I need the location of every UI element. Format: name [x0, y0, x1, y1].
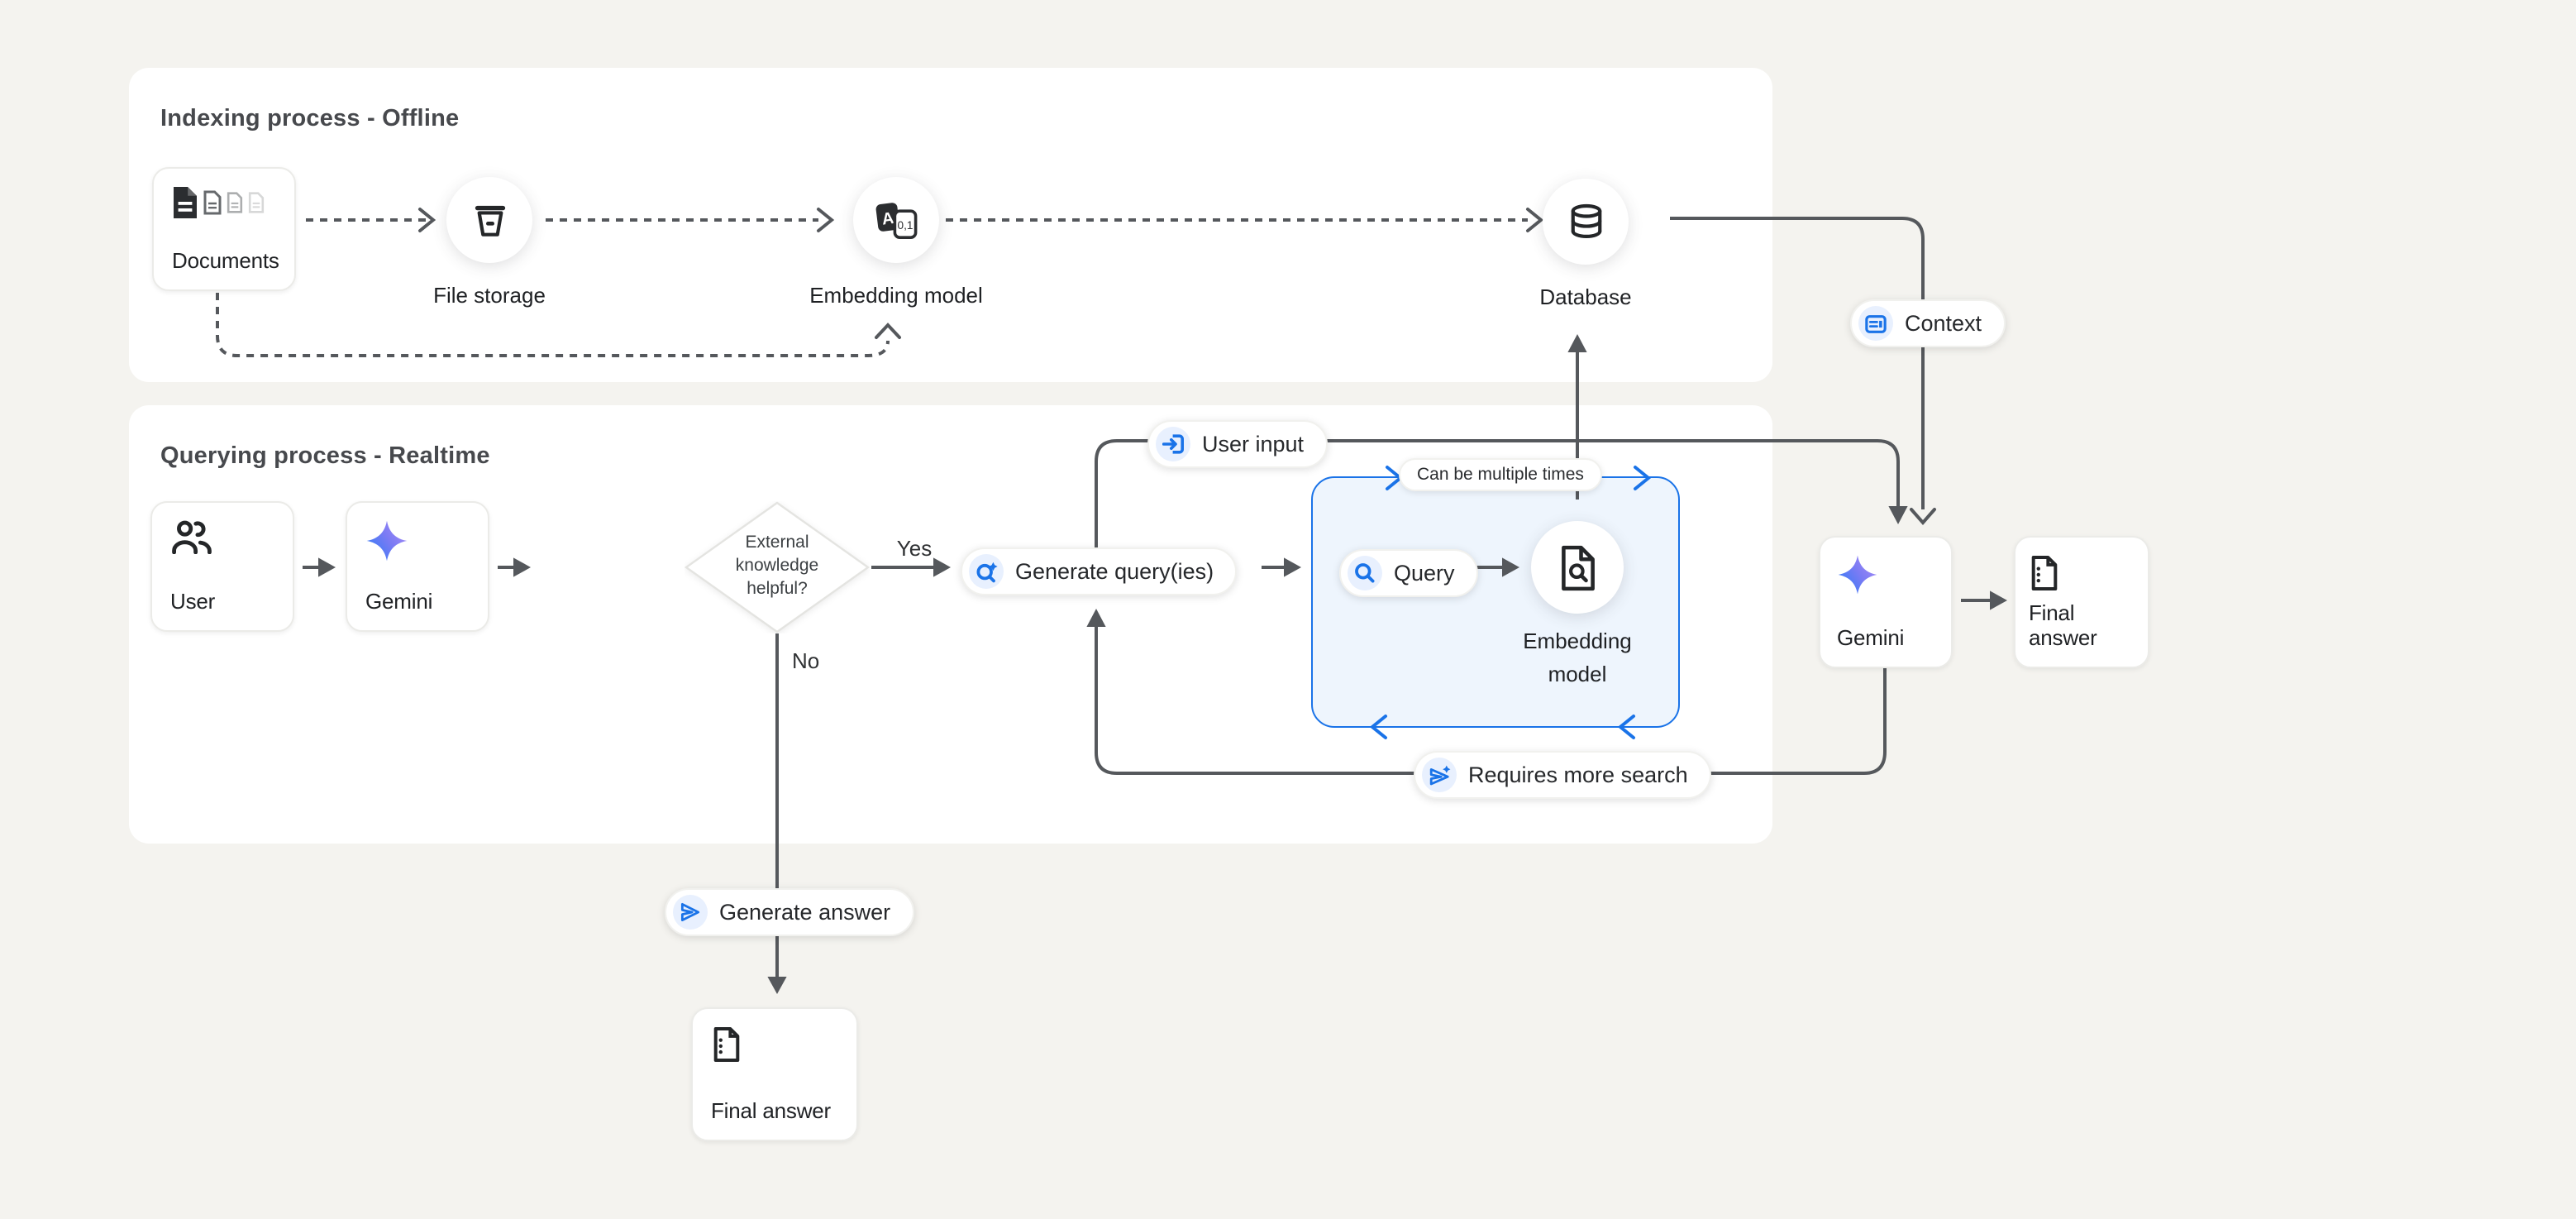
- generate-queries-pill-label: Generate query(ies): [1015, 559, 1214, 584]
- generate-queries-icon: [969, 554, 1004, 589]
- decision-label: External knowledge helpful?: [735, 533, 819, 599]
- generate-answer-pill: Generate answer: [665, 888, 914, 936]
- decision-node: [684, 501, 871, 633]
- generate-answer-label: Generate answer: [719, 900, 891, 925]
- final-answer-right-icon: [2031, 556, 2058, 590]
- embedding-model-label: Embedding model: [809, 283, 983, 308]
- gemini-label: Gemini: [365, 589, 433, 614]
- user-node: User: [150, 501, 294, 632]
- svg-text:A: A: [880, 208, 894, 228]
- loop-embedding-model-node: [1531, 521, 1624, 614]
- loop-embedding-model-label: Embedding model: [1523, 629, 1632, 686]
- loop-note-label: Can be multiple times: [1417, 465, 1584, 485]
- database-label: Database: [1539, 284, 1632, 309]
- user-icon: [172, 520, 212, 554]
- documents-node: Documents: [152, 167, 296, 291]
- context-pill: Context: [1850, 299, 2006, 347]
- gemini-right-node: Gemini: [1819, 536, 1953, 668]
- user-input-pill-label: User input: [1202, 432, 1305, 457]
- querying-panel-title: Querying process - Realtime: [160, 443, 490, 470]
- final-answer-right-node: Final answer: [2014, 536, 2149, 668]
- user-label: User: [170, 589, 216, 614]
- user-input-pill: User input: [1147, 420, 1328, 468]
- database-node: [1543, 179, 1629, 265]
- gemini-right-label: Gemini: [1837, 625, 1905, 650]
- generate-queries-pill: Generate query(ies): [961, 547, 1238, 595]
- context-pill-label: Context: [1905, 311, 1982, 336]
- file-storage-label: File storage: [433, 283, 546, 308]
- final-answer-right-label: Final answer: [2029, 600, 2097, 650]
- final-answer-bottom-label: Final answer: [711, 1098, 831, 1123]
- gemini-icon: [366, 520, 408, 562]
- final-answer-bottom-node: Final answer: [691, 1007, 858, 1141]
- indexing-panel-title: Indexing process - Offline: [160, 106, 460, 132]
- file-storage-icon: [474, 204, 505, 236]
- query-pill-label: Query: [1394, 561, 1455, 586]
- context-icon: [1858, 306, 1893, 341]
- requires-more-search-pill: Requires more search: [1414, 751, 1711, 799]
- requires-more-search-icon: [1422, 758, 1457, 792]
- embedding-model-node: A 0,1: [853, 177, 939, 263]
- file-storage-node: [446, 177, 532, 263]
- final-answer-bottom-icon: [713, 1027, 740, 1062]
- documents-icon: [172, 185, 276, 220]
- requires-more-search-label: Requires more search: [1468, 762, 1688, 787]
- document-search-icon: [1561, 544, 1594, 590]
- query-icon: [1348, 556, 1382, 590]
- query-pill: Query: [1339, 549, 1478, 597]
- gemini-node: Gemini: [346, 501, 489, 632]
- embedding-model-icon: A 0,1: [875, 202, 917, 238]
- svg-text:0,1: 0,1: [897, 218, 913, 231]
- generate-answer-icon: [673, 895, 708, 930]
- documents-label: Documents: [172, 248, 279, 273]
- user-input-icon: [1156, 427, 1190, 461]
- no-label: No: [792, 648, 820, 673]
- loop-note-pill: Can be multiple times: [1399, 458, 1602, 491]
- database-icon: [1570, 203, 1601, 237]
- yes-label: Yes: [896, 536, 933, 561]
- gemini-right-icon: [1838, 555, 1877, 595]
